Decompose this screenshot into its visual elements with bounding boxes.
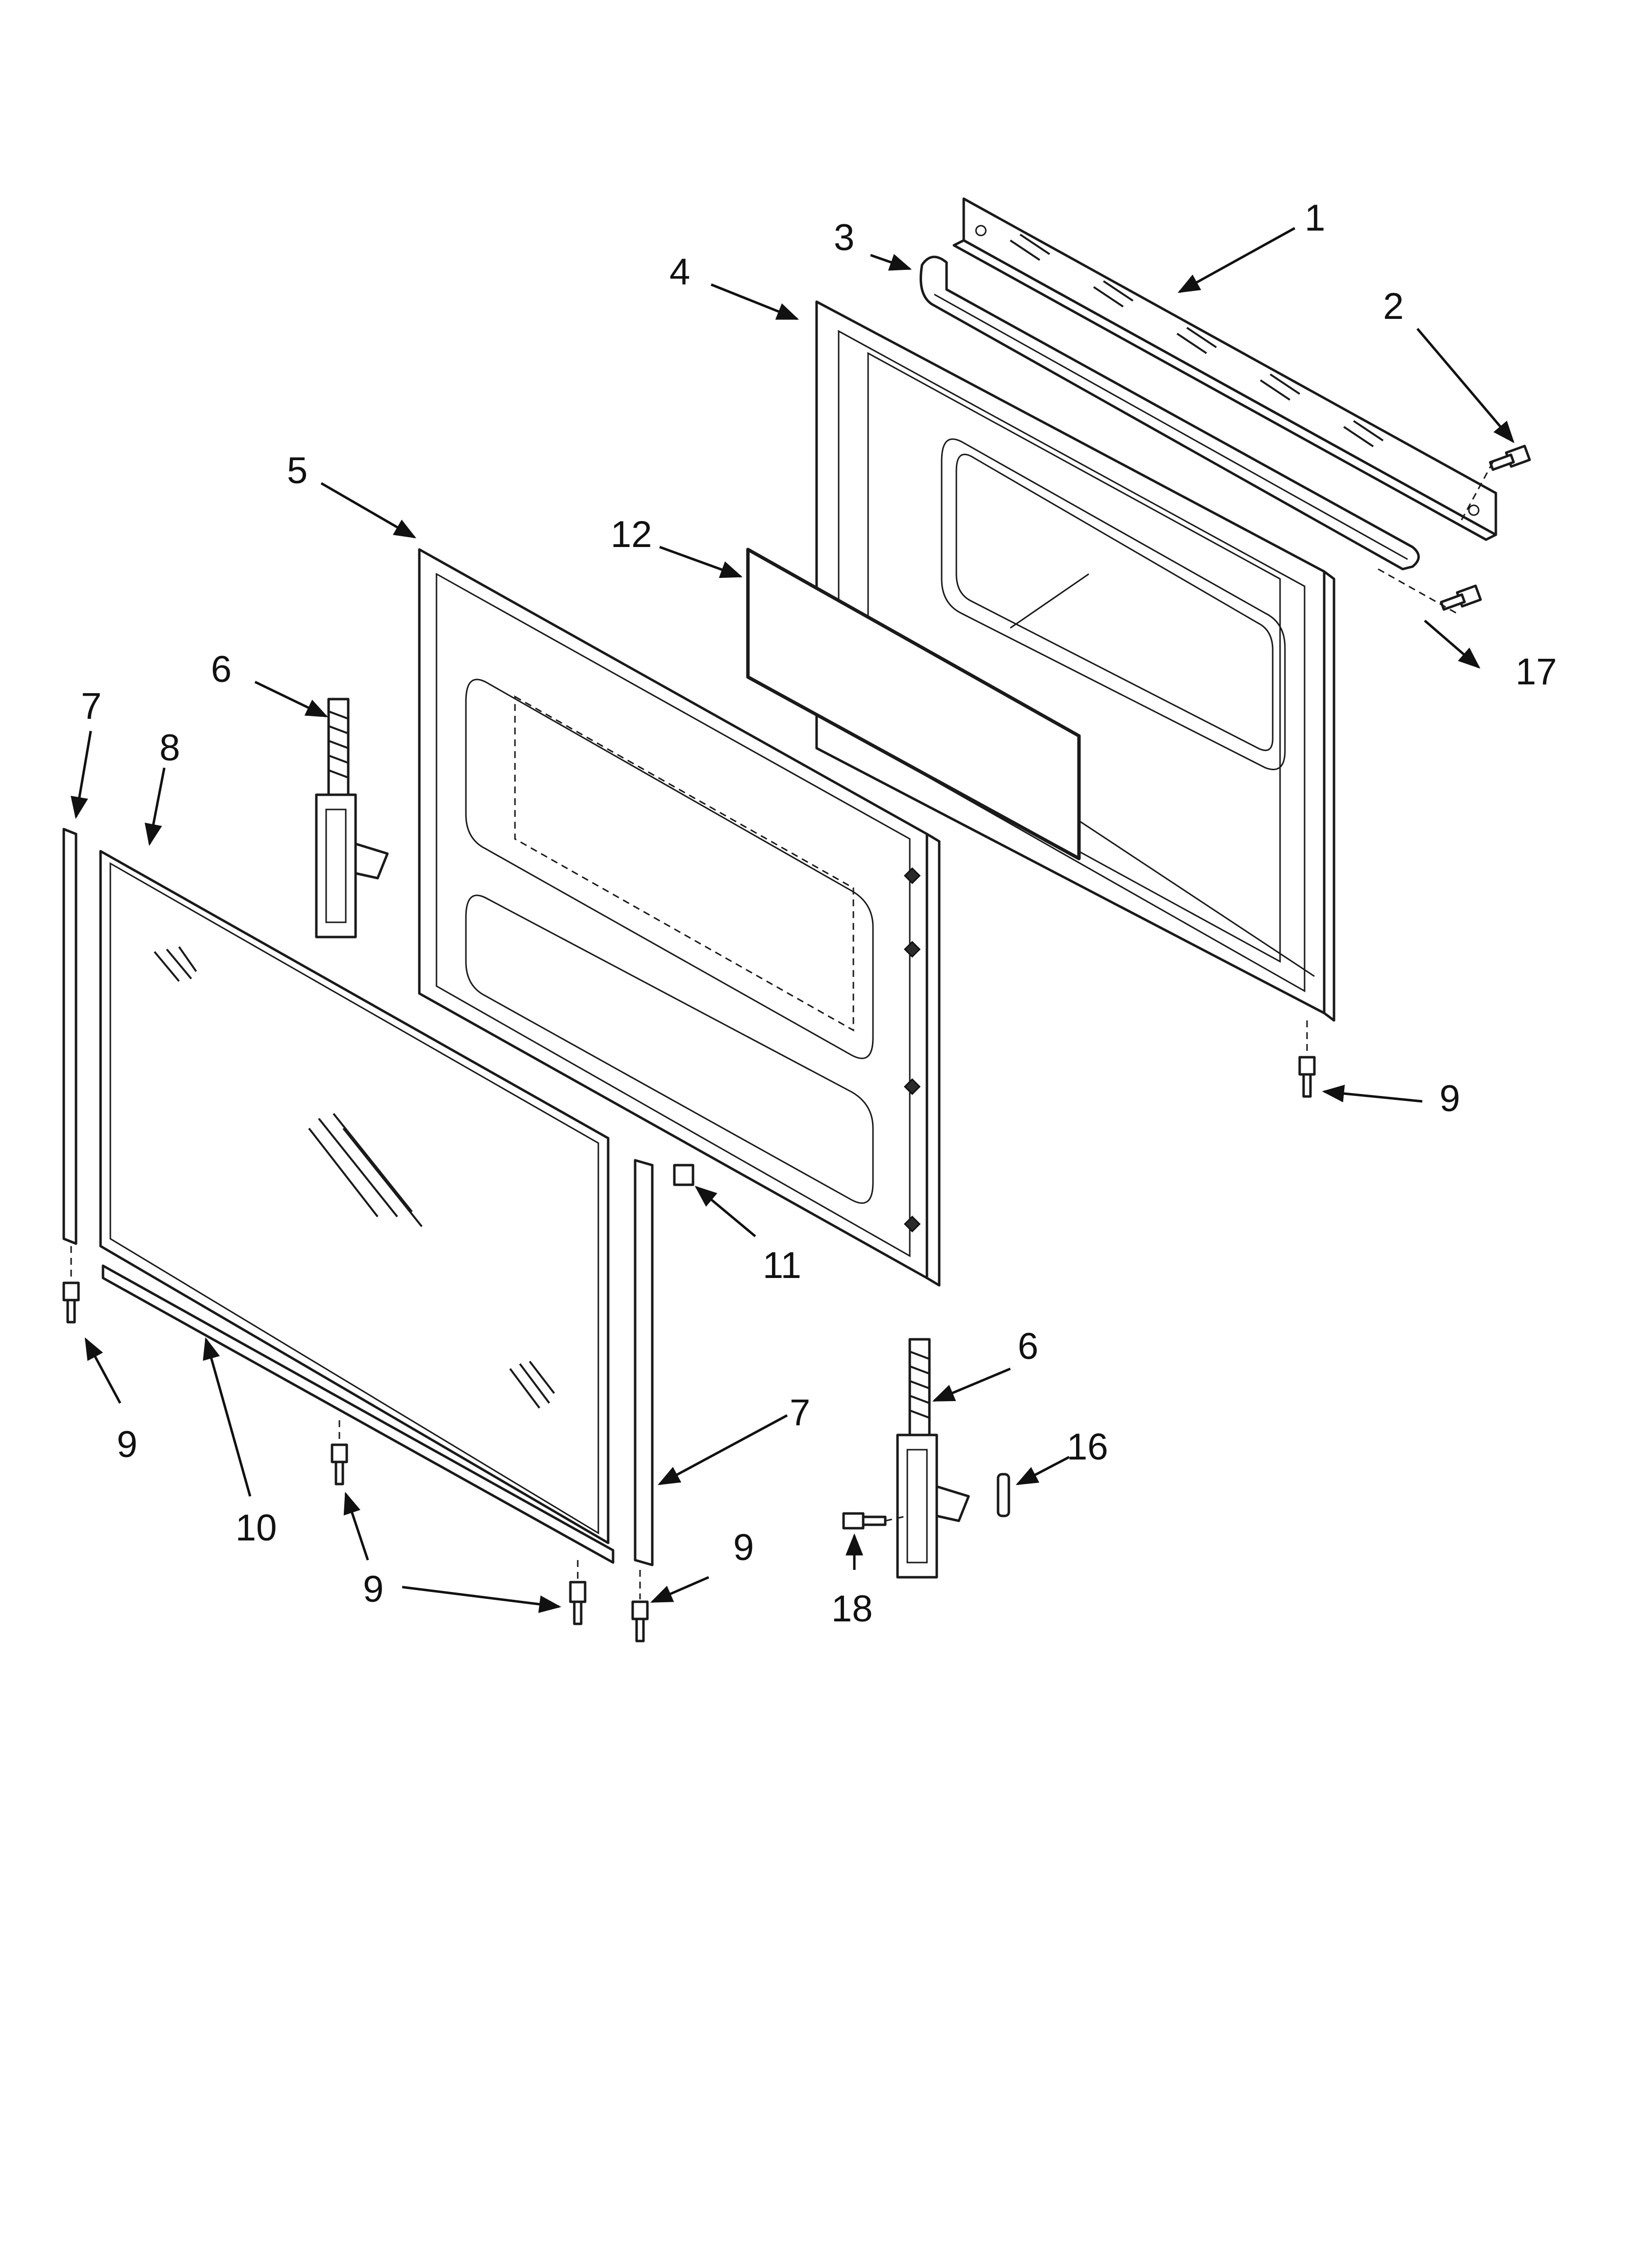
callout-10: 10 [235,1507,277,1549]
callout-1: 1 [1305,197,1325,239]
part-7-side-trim-left [62,828,77,1245]
callout-9-bottom-right: 9 [733,1527,754,1568]
callout-6-upper: 6 [211,649,231,690]
screw-9-right [1298,1056,1316,1098]
callout-16: 16 [1067,1426,1108,1468]
part-5-door-frame [418,548,941,1287]
callout-6-lower: 6 [1018,1326,1038,1367]
callout-4: 4 [669,251,690,293]
screw-9-bottom-b [631,1600,649,1642]
part-8-outer-glass [99,850,610,1544]
callout-9-bottom: 9 [363,1568,384,1610]
part-6-hinge-upper [315,698,389,938]
screw-9-bottom-a [569,1581,587,1625]
callout-2: 2 [1383,286,1404,327]
part-16-pin [997,1473,1010,1517]
part-12-insulation-panel [746,547,1081,860]
callout-18: 18 [831,1588,873,1630]
callout-3: 3 [834,217,854,259]
part-1-vent-trim [952,197,1497,541]
screw-2 [1488,444,1531,471]
callout-11: 11 [763,1245,801,1286]
callout-7-right: 7 [790,1392,810,1434]
alignment-lines [70,461,1494,1599]
part-3-handle [920,256,1420,571]
callout-7-left: 7 [81,685,102,727]
part-7-side-trim-right [634,1159,654,1566]
screw-9-bottom-mid [331,1443,348,1486]
part-10-bottom-trim [102,1264,615,1564]
callout-17: 17 [1515,651,1557,693]
screw-17 [1439,584,1482,611]
callout-8: 8 [159,727,180,769]
callout-12: 12 [611,514,652,555]
part-6-hinge-lower [896,1338,970,1579]
callout-labels: 1 2 3 4 5 6 6 7 7 8 9 9 9 9 10 11 12 16 … [81,197,1557,1630]
screw-9-left [62,1281,80,1324]
callout-9-right: 9 [1439,1078,1460,1120]
part-11-clip [673,1164,694,1186]
leader-lines [71,227,1514,1613]
callout-9-left: 9 [117,1424,137,1465]
screw-18 [842,1512,887,1530]
callout-5: 5 [287,450,308,492]
